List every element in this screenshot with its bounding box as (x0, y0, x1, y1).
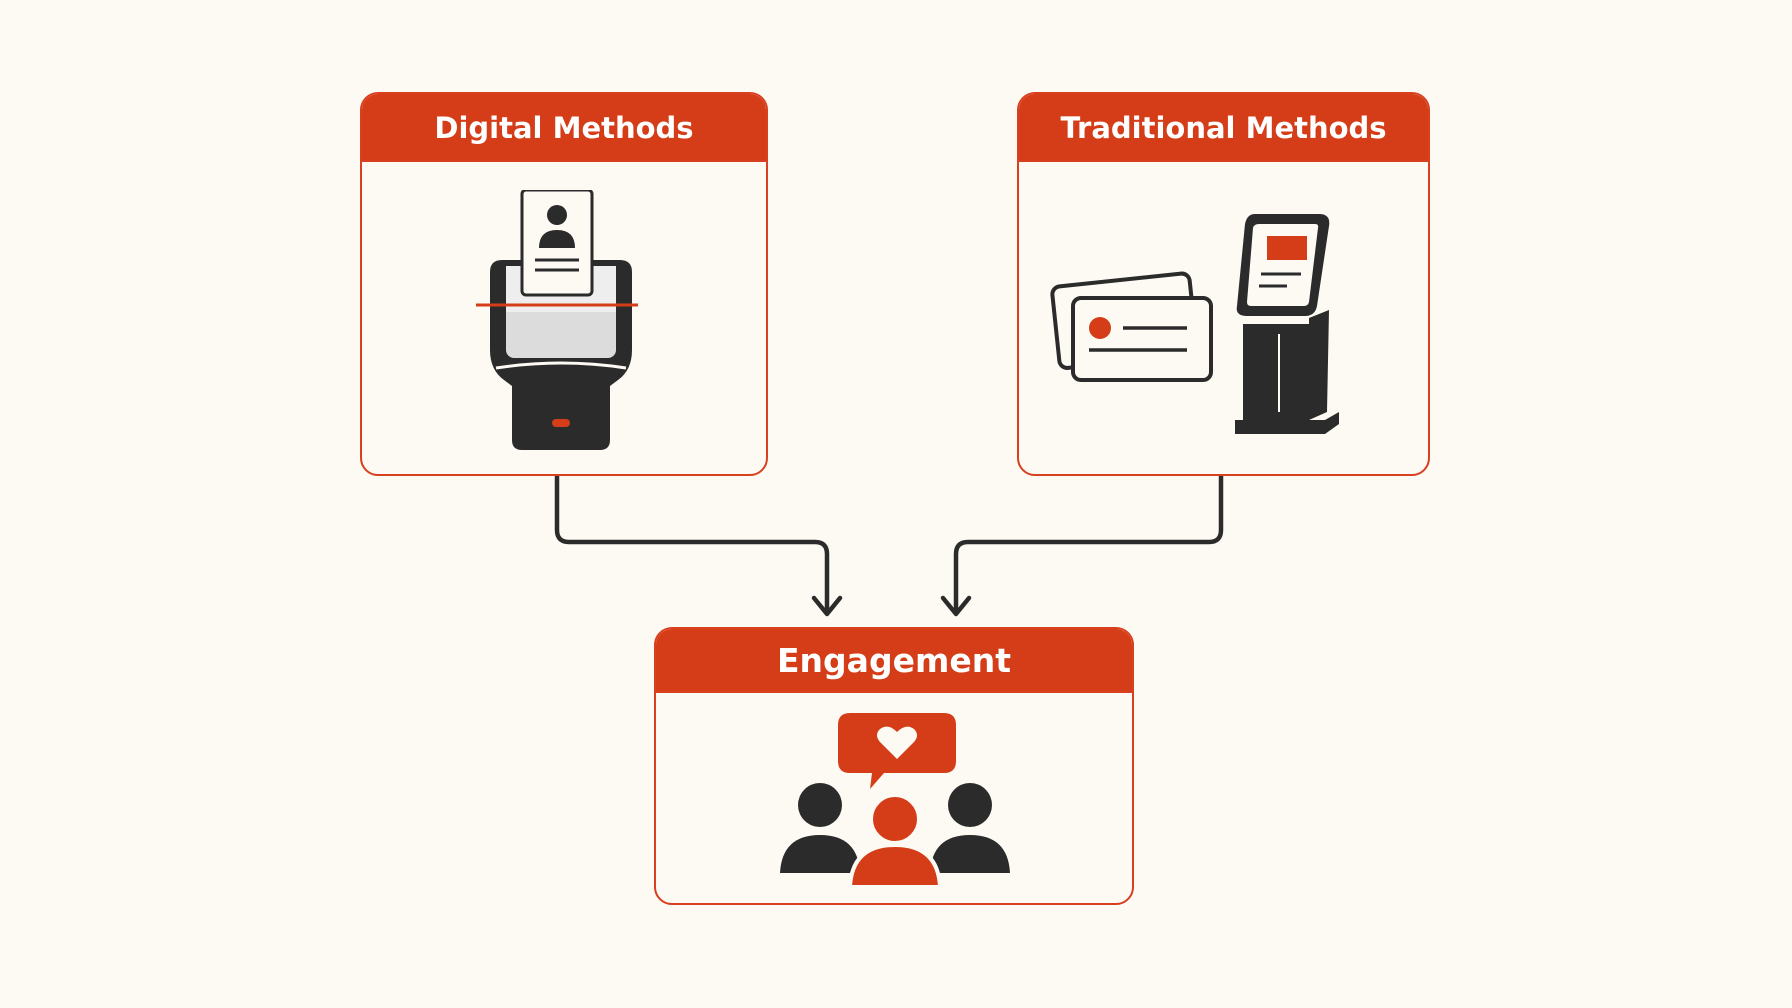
digital-methods-card: Digital Methods (360, 92, 768, 476)
engagement-title: Engagement (656, 629, 1132, 693)
arrowhead-digital (811, 595, 843, 617)
id-card-scanner-icon (476, 190, 638, 450)
digital-methods-title: Digital Methods (362, 94, 766, 162)
engagement-card: Engagement (654, 627, 1134, 905)
cards-and-kiosk-icon (1050, 214, 1339, 434)
arrowhead-traditional (940, 595, 972, 617)
traditional-methods-card: Traditional Methods (1017, 92, 1430, 476)
people-heart-chat-icon (780, 713, 1010, 889)
traditional-methods-title: Traditional Methods (1019, 94, 1428, 162)
arrow-traditional-to-engagement (953, 473, 1224, 615)
arrow-digital-to-engagement (554, 473, 830, 615)
